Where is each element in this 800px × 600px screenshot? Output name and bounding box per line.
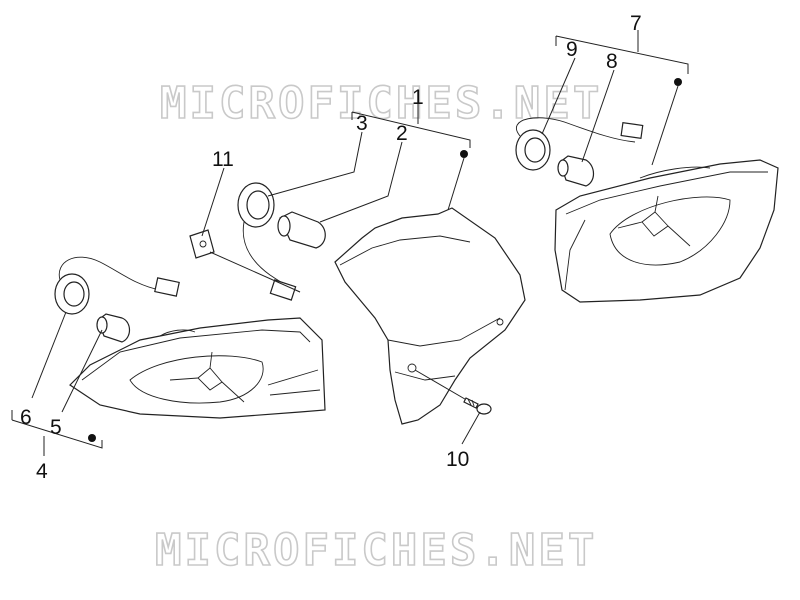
leader-2 (319, 141, 403, 223)
leader-3 (267, 131, 363, 197)
center-bulb (277, 211, 326, 249)
watermark-bottom: MICROFICHES.NET (155, 525, 597, 576)
leader-8 (581, 69, 615, 163)
callout-5: 5 (50, 416, 62, 439)
right-bulb-socket (515, 117, 644, 171)
callout-11: 11 (212, 148, 234, 171)
callout-3: 3 (356, 112, 368, 135)
callout-6: 6 (20, 406, 32, 429)
center-bulb-socket (237, 182, 301, 301)
leader-11 (201, 167, 225, 237)
screw (414, 369, 492, 415)
callout-8: 8 (606, 50, 618, 73)
leader-9 (541, 57, 576, 135)
callout-7: 7 (630, 12, 642, 35)
bracket-7 (555, 30, 689, 166)
callout-1: 1 (412, 86, 424, 109)
watermark-top: MICROFICHES.NET (160, 78, 602, 129)
callout-2: 2 (396, 122, 408, 145)
right-bulb (557, 155, 595, 187)
left-bulb-socket (54, 256, 180, 315)
leader-5 (61, 329, 103, 413)
bracket-1 (351, 100, 471, 211)
callout-10: 10 (446, 448, 469, 471)
left-tail-light (69, 317, 326, 419)
callout-4: 4 (36, 460, 48, 483)
rear-cover-housing (334, 207, 526, 425)
bracket-4 (11, 410, 103, 456)
right-tail-light (554, 159, 779, 303)
leader-6 (31, 311, 67, 399)
mounting-clip (189, 229, 301, 293)
left-bulb (96, 313, 131, 343)
leader-10 (461, 411, 481, 445)
callout-9: 9 (566, 38, 578, 61)
